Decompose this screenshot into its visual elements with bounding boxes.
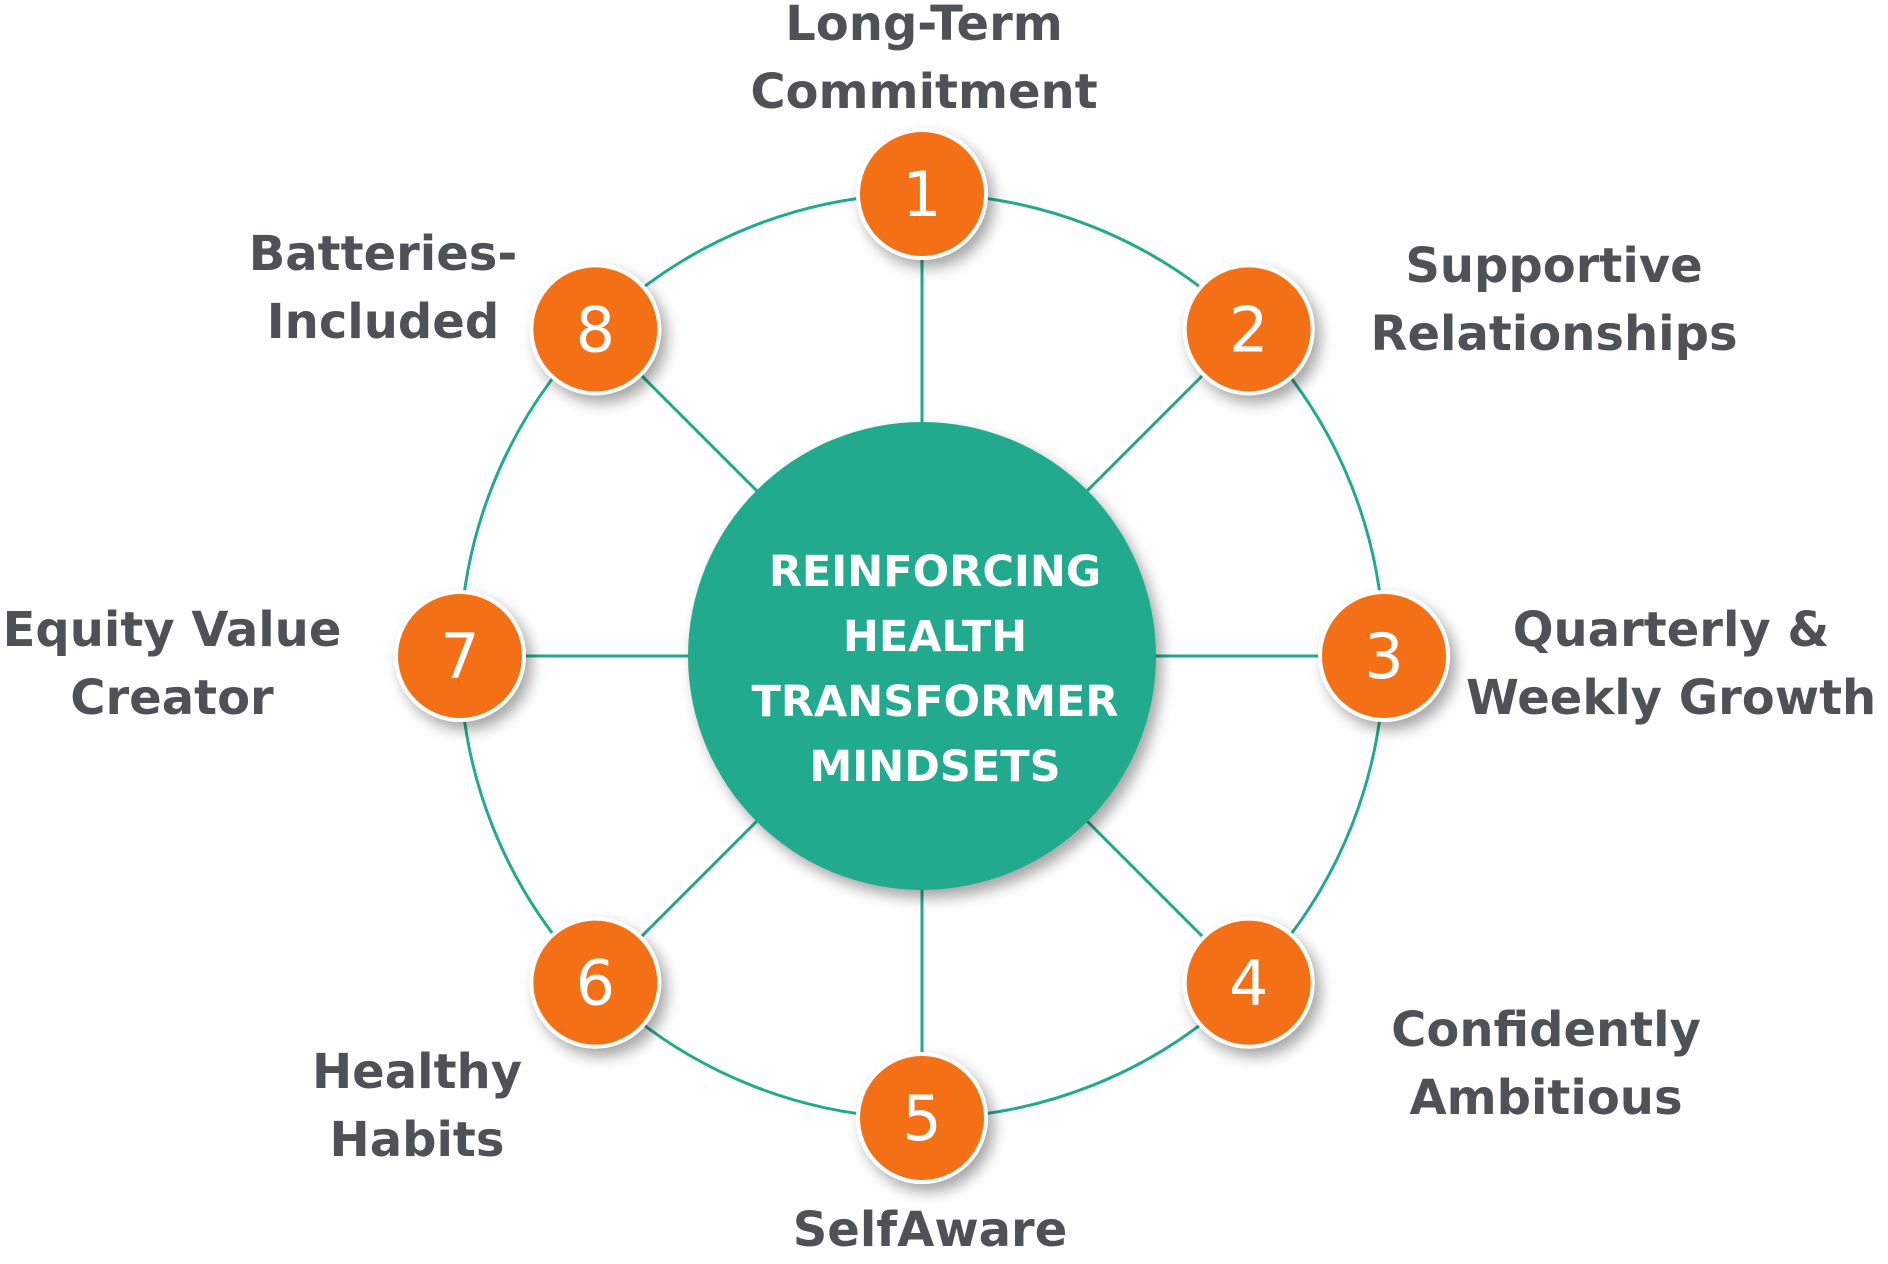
- node-circle: [529, 916, 662, 1049]
- label-line: Batteries-: [248, 226, 518, 282]
- node-number: 4: [1229, 947, 1268, 1020]
- node-5: 5: [856, 1052, 988, 1184]
- node-circle: [856, 128, 988, 260]
- node-4: 4: [1182, 916, 1315, 1049]
- center-title-line: MINDSETS: [809, 742, 1061, 792]
- label-line: Healthy: [312, 1044, 522, 1100]
- label-line: Quarterly &: [1512, 602, 1830, 658]
- node-circle: [1318, 590, 1450, 722]
- label-line: Long-Term: [785, 0, 1063, 52]
- label-line: Equity Value: [2, 602, 342, 658]
- label-long-term-commitment: Long-Term Commitment: [724, 0, 1124, 126]
- label-batteries-included: Batteries- Included: [228, 220, 538, 356]
- label-line: Confidently: [1391, 1002, 1701, 1058]
- label-healthy-habits: Healthy Habits: [262, 1038, 572, 1174]
- label-line: Creator: [70, 670, 274, 726]
- node-number: 1: [902, 158, 941, 231]
- label-supportive-relationships: Supportive Relationships: [1344, 232, 1764, 368]
- node-number: 5: [902, 1082, 941, 1155]
- node-3: 3: [1318, 590, 1450, 722]
- node-1: 1: [856, 128, 988, 260]
- node-number: 2: [1229, 293, 1268, 366]
- node-8: 8: [529, 263, 662, 396]
- label-line: Supportive: [1405, 238, 1703, 294]
- center-title-line: HEALTH: [842, 612, 1028, 662]
- node-circle: [1182, 263, 1315, 396]
- label-line: Included: [266, 294, 500, 350]
- center-title-line: TRANSFORMER: [751, 677, 1119, 727]
- label-line: Ambitious: [1409, 1070, 1683, 1126]
- node-6: 6: [529, 916, 662, 1049]
- label-line: Weekly Growth: [1466, 670, 1877, 726]
- node-circle: [856, 1052, 988, 1184]
- node-number: 8: [576, 293, 615, 366]
- node-7: 7: [394, 590, 526, 722]
- label-line: Relationships: [1370, 306, 1738, 362]
- center-hub: [688, 422, 1156, 890]
- center-title: REINFORCING HEALTH TRANSFORMER MINDSETS: [700, 540, 1170, 800]
- node-number: 7: [440, 620, 479, 693]
- node-circle: [394, 590, 526, 722]
- node-2: 2: [1182, 263, 1315, 396]
- node-circle: [1182, 916, 1315, 1049]
- label-equity-value-creator: Equity Value Creator: [0, 596, 344, 732]
- center-title-line: REINFORCING: [768, 547, 1102, 597]
- node-number: 6: [576, 947, 615, 1020]
- label-quarterly-weekly-growth: Quarterly & Weekly Growth: [1466, 596, 1876, 732]
- label-confidently-ambitious: Confidently Ambitious: [1356, 996, 1736, 1132]
- label-self-aware: SelfAware: [730, 1196, 1130, 1264]
- label-line: Habits: [329, 1112, 505, 1168]
- node-number: 3: [1364, 620, 1403, 693]
- label-line: Commitment: [750, 64, 1098, 120]
- node-circle: [529, 263, 662, 396]
- label-line: SelfAware: [792, 1202, 1068, 1258]
